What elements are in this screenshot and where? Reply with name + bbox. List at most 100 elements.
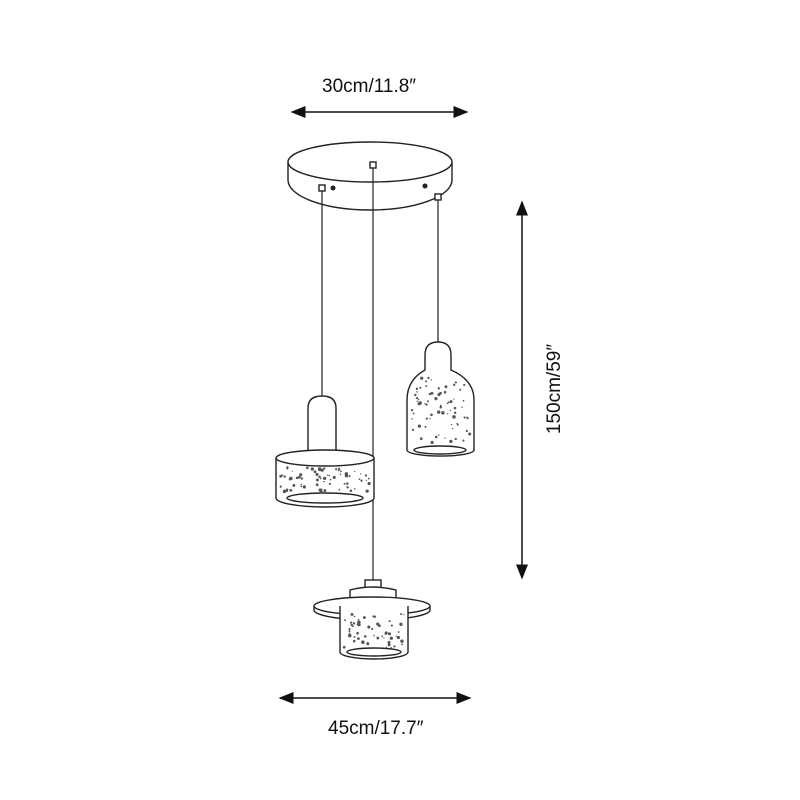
terrazzo-speckle — [352, 622, 356, 625]
terrazzo-speckle — [352, 625, 354, 628]
terrazzo-speckle — [427, 376, 430, 380]
terrazzo-speckle — [449, 409, 452, 412]
terrazzo-speckle — [427, 400, 429, 403]
terrazzo-speckle — [365, 479, 367, 482]
terrazzo-speckle — [453, 411, 457, 415]
terrazzo-speckle — [462, 399, 465, 402]
terrazzo-speckle — [453, 398, 455, 400]
terrazzo-speckle — [441, 411, 445, 415]
terrazzo-speckle — [372, 615, 374, 618]
terrazzo-speckle — [328, 474, 331, 477]
terrazzo-speckle — [376, 636, 380, 640]
terrazzo-speckle — [390, 646, 392, 649]
terrazzo-speckle — [387, 640, 391, 644]
terrazzo-speckle — [357, 637, 360, 640]
terrazzo-speckle — [348, 628, 351, 631]
terrazzo-speckle — [443, 390, 447, 394]
terrazzo-speckle — [424, 403, 426, 405]
terrazzo-speckle — [279, 485, 282, 488]
terrazzo-speckle — [348, 630, 351, 632]
terrazzo-speckle — [430, 391, 434, 395]
terrazzo-speckle — [356, 631, 359, 635]
terrazzo-speckle — [450, 424, 453, 426]
terrazzo-speckle — [461, 406, 463, 408]
terrazzo-speckle — [357, 620, 361, 624]
terrazzo-speckle — [340, 470, 342, 473]
terrazzo-speckle — [393, 645, 396, 648]
terrazzo-speckle — [300, 477, 304, 480]
terrazzo-speckle — [385, 646, 387, 648]
terrazzo-speckle — [446, 413, 449, 415]
terrazzo-speckle — [347, 633, 352, 638]
terrazzo-speckle — [437, 387, 441, 390]
terrazzo-speckle — [326, 474, 329, 476]
terrazzo-speckle — [345, 482, 349, 485]
terrazzo-speckle — [353, 488, 356, 490]
terrazzo-speckle — [292, 483, 296, 487]
terrazzo-speckle — [410, 409, 414, 412]
terrazzo-speckle — [381, 635, 384, 638]
terrazzo-speckle — [360, 479, 363, 482]
terrazzo-speckle — [459, 388, 462, 391]
terrazzo-speckle — [419, 386, 422, 389]
terrazzo-speckle — [315, 483, 319, 487]
terrazzo-speckle — [376, 622, 380, 626]
terrazzo-speckle — [338, 488, 341, 491]
terrazzo-speckle — [366, 642, 370, 646]
terrazzo-speckle — [282, 489, 287, 494]
terrazzo-speckle — [367, 477, 370, 480]
terrazzo-speckle — [451, 427, 454, 430]
terrazzo-speckle — [449, 439, 453, 444]
terrazzo-speckle — [400, 639, 404, 643]
terrazzo-speckle — [424, 425, 427, 428]
terrazzo-speckle — [364, 474, 368, 477]
terrazzo-speckle — [417, 424, 422, 428]
terrazzo-speckle — [430, 440, 434, 445]
terrazzo-speckle — [367, 625, 371, 629]
terrazzo-speckle — [373, 615, 376, 618]
terrazzo-speckle — [437, 434, 440, 436]
terrazzo-speckle — [354, 470, 356, 473]
terrazzo-speckle — [339, 473, 342, 476]
terrazzo-speckle — [365, 489, 369, 493]
terrazzo-speckle — [430, 413, 433, 417]
terrazzo-speckle — [417, 398, 420, 401]
terrazzo-speckle — [399, 622, 403, 626]
terrazzo-speckle — [288, 478, 291, 481]
terrazzo-speckle — [315, 478, 319, 482]
terrazzo-speckle — [384, 633, 386, 635]
terrazzo-speckle — [313, 470, 317, 474]
terrazzo-speckle — [449, 400, 453, 404]
terrazzo-speckle — [337, 469, 340, 472]
terrazzo-speckle — [323, 480, 325, 483]
terrazzo-speckle — [425, 403, 428, 406]
terrazzo-speckle — [389, 636, 393, 640]
terrazzo-speckle — [350, 612, 354, 616]
terrazzo-speckle — [395, 635, 397, 637]
terrazzo-speckle — [358, 478, 361, 481]
ceiling-canopy — [287, 141, 453, 211]
terrazzo-speckle — [353, 635, 356, 638]
terrazzo-speckle — [444, 437, 446, 439]
terrazzo-speckle — [283, 475, 286, 478]
terrazzo-speckle — [466, 416, 468, 419]
terrazzo-speckle — [437, 393, 441, 397]
terrazzo-speckle — [291, 470, 293, 472]
terrazzo-speckle — [297, 475, 301, 479]
terrazzo-speckle — [286, 490, 289, 492]
terrazzo-speckle — [329, 478, 332, 481]
terrazzo-speckle — [456, 422, 459, 425]
terrazzo-speckle — [368, 483, 370, 485]
terrazzo-speckle — [387, 643, 391, 647]
terrazzo-speckle — [390, 624, 393, 627]
terrazzo-speckle — [453, 406, 457, 410]
terrazzo-speckle — [444, 385, 448, 389]
terrazzo-speckle — [463, 416, 466, 419]
terrazzo-speckle — [387, 632, 392, 636]
terrazzo-speckle — [416, 400, 418, 402]
terrazzo-speckle — [425, 385, 428, 388]
terrazzo-speckle — [302, 485, 306, 489]
terrazzo-speckle — [454, 437, 457, 441]
terrazzo-speckle — [396, 635, 400, 640]
